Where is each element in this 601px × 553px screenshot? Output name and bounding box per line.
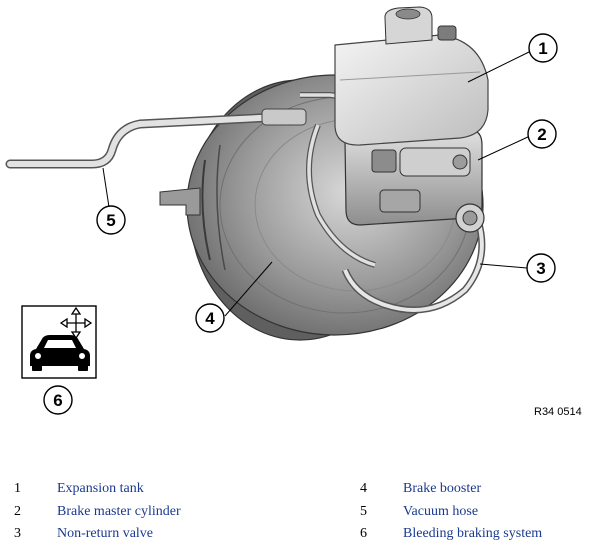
legend-label: Non-return valve bbox=[57, 526, 154, 541]
callout-4-label: 4 bbox=[205, 309, 215, 328]
legend-label: Vacuum hose bbox=[403, 503, 479, 519]
bleeding-symbol bbox=[21, 305, 97, 379]
callout-3-label: 3 bbox=[536, 259, 545, 278]
vacuum-hose bbox=[5, 108, 307, 169]
legend-number: 1 bbox=[14, 481, 21, 496]
non-return-valve bbox=[455, 203, 485, 233]
callout-3: 3 bbox=[526, 253, 556, 283]
callout-6: 6 bbox=[43, 385, 73, 415]
legend-item: 2 Brake master cylinder bbox=[14, 501, 314, 524]
callout-2: 2 bbox=[527, 119, 557, 149]
reference-code: R34 0514 bbox=[534, 406, 582, 418]
callout-1-label: 1 bbox=[538, 39, 547, 58]
car-icon bbox=[30, 335, 90, 371]
callout-6-label: 6 bbox=[53, 391, 62, 410]
legend-right-column: 4 Brake booster 5 Vacuum hose 6 Bleeding br… bbox=[360, 478, 601, 546]
callout-2-label: 2 bbox=[537, 125, 546, 144]
callout-4: 4 bbox=[195, 303, 225, 333]
legend-number: 3 bbox=[14, 526, 21, 541]
legend-item: 1 Expansion tank bbox=[14, 478, 314, 501]
legend-number: 4 bbox=[360, 481, 367, 496]
expansion-tank bbox=[334, 6, 489, 146]
mounting-bracket bbox=[159, 187, 201, 216]
four-way-arrow-icon bbox=[59, 306, 93, 340]
legend-number: 5 bbox=[360, 503, 367, 519]
callout-1: 1 bbox=[528, 33, 558, 63]
legend-label: Expansion tank bbox=[57, 481, 144, 496]
callout-5-label: 5 bbox=[106, 211, 115, 230]
brake-system-diagram: 1 2 3 4 5 bbox=[5, 6, 558, 415]
legend-label: Bleeding braking system bbox=[403, 526, 543, 541]
brake-master-cylinder bbox=[344, 129, 483, 226]
legend-label: Brake master cylinder bbox=[57, 503, 181, 519]
legend-item: 6 Bleeding braking system bbox=[360, 523, 601, 546]
legend-item: 4 Brake booster bbox=[360, 478, 601, 501]
legend-item: 5 Vacuum hose bbox=[360, 501, 601, 524]
callout-5: 5 bbox=[96, 205, 126, 235]
legend-number: 2 bbox=[14, 503, 21, 519]
legend-number: 6 bbox=[360, 526, 367, 541]
legend-item: 3 Non-return valve bbox=[14, 523, 314, 546]
legend-label: Brake booster bbox=[403, 481, 482, 496]
leader-lines bbox=[102, 51, 531, 317]
legend-left-column: 1 Expansion tank 2 Brake master cylinder 3… bbox=[14, 478, 314, 546]
